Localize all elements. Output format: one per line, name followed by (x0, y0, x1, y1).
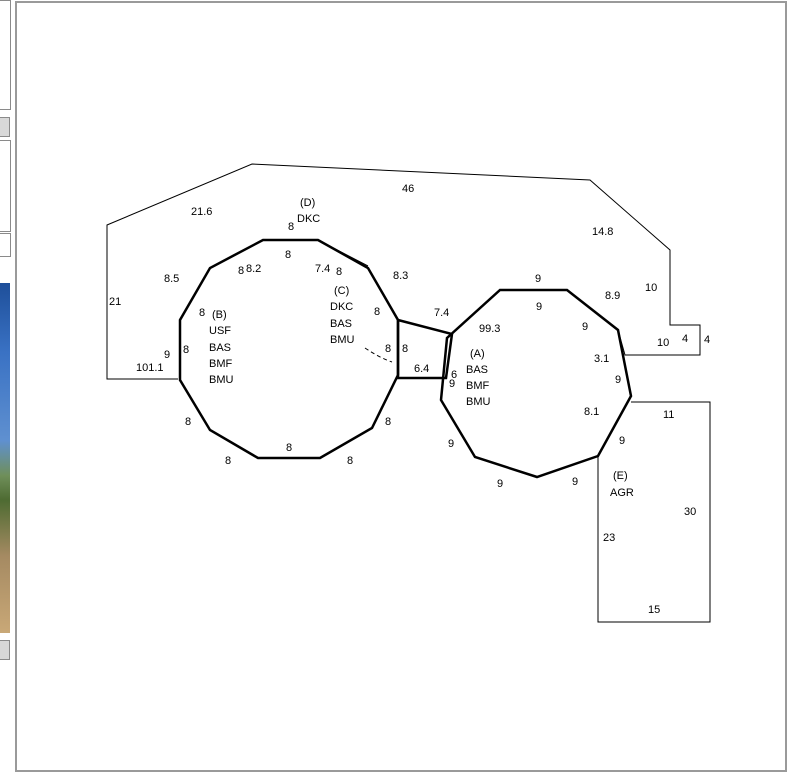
dim-label: 8 (185, 416, 191, 428)
label-c-bmu: BMU (330, 334, 355, 346)
dim-label: 8 (385, 343, 391, 355)
dim-label: 10 (645, 282, 657, 294)
dim-label: 14.8 (592, 226, 613, 238)
dim-label: 8 (402, 343, 408, 355)
sidebar-photo-thumbnail[interactable] (0, 283, 10, 633)
outer-outline (106, 163, 701, 380)
dim-label: 9 (164, 349, 170, 361)
label-c-dkc: DKC (330, 301, 353, 313)
dim-label: 8 (285, 249, 291, 261)
section-c-dash (364, 347, 393, 363)
label-b-usf: USF (209, 325, 231, 337)
dim-label: 9 (572, 476, 578, 488)
dim-label: 8 (286, 442, 292, 454)
dim-label: 9 (497, 478, 503, 490)
label-c: (C) (334, 285, 349, 297)
sidebar-button-bottom[interactable] (0, 640, 10, 660)
dim-label: 9 (582, 321, 588, 333)
sidebar-panel-middle (0, 140, 11, 232)
dim-label: 21 (109, 296, 121, 308)
section-d-line (317, 239, 369, 267)
dim-label: 8.2 (246, 263, 261, 275)
dim-label: 9 (615, 374, 621, 386)
dim-label: 8 (385, 416, 391, 428)
dim-label: 9 (619, 435, 625, 447)
dim-label: 8.9 (605, 290, 620, 302)
dim-label: 10 (657, 337, 669, 349)
dim-label: 30 (684, 506, 696, 518)
dim-label: 7.4 (315, 263, 330, 275)
sidebar-panel-top (0, 0, 11, 110)
dim-label: 7.4 (434, 307, 449, 319)
dim-label: 9 (536, 301, 542, 313)
dim-label: 8 (225, 455, 231, 467)
label-d-code: DKC (297, 213, 320, 225)
dim-label: 8.3 (393, 270, 408, 282)
dim-label: 8 (199, 307, 205, 319)
dim-label: 99.3 (479, 323, 500, 335)
dim-label: 46 (402, 183, 414, 195)
dim-label: 8 (347, 455, 353, 467)
label-e-agr: AGR (610, 487, 634, 499)
dim-label: 9 (449, 378, 455, 390)
dim-label: 4 (682, 333, 688, 345)
label-c-bas: BAS (330, 318, 352, 330)
dim-label: 3.1 (594, 353, 609, 365)
label-a: (A) (470, 348, 485, 360)
label-a-bmf: BMF (466, 380, 490, 392)
dim-label: 4 (704, 334, 710, 346)
dim-label: 9 (448, 438, 454, 450)
dim-label: 9 (535, 273, 541, 285)
label-b-bmu: BMU (209, 374, 234, 386)
sketch-frame (15, 1, 787, 772)
dim-label: 8.5 (164, 273, 179, 285)
connector-outline (396, 318, 454, 380)
dim-label: 8 (336, 266, 342, 278)
left-sidebar-strip (0, 0, 14, 776)
label-b-bmf: BMF (209, 358, 233, 370)
dim-label: 15 (648, 604, 660, 616)
label-d: (D) (300, 197, 315, 209)
dim-label: 8 (238, 265, 244, 277)
section-a-outline (439, 288, 633, 479)
label-b-bas: BAS (209, 342, 231, 354)
sidebar-button-top[interactable] (0, 117, 10, 137)
dim-label: 21.6 (191, 206, 212, 218)
dim-label: 23 (603, 532, 615, 544)
label-a-bmu: BMU (466, 396, 491, 408)
dim-label: 8.1 (584, 406, 599, 418)
label-b: (B) (212, 309, 227, 321)
dim-label: 8 (183, 344, 189, 356)
dim-label: 11 (663, 409, 674, 421)
dim-label: 101.1 (136, 362, 164, 374)
label-e: (E) (613, 470, 628, 482)
dim-label: 6.4 (414, 363, 429, 375)
dim-label: 6 (451, 369, 457, 381)
section-b-outline (178, 238, 400, 460)
section-e-outline (597, 401, 711, 623)
label-a-bas: BAS (466, 364, 488, 376)
dim-label: 8 (288, 221, 294, 233)
dim-label: 8 (374, 306, 380, 318)
sidebar-panel-small (0, 233, 11, 257)
